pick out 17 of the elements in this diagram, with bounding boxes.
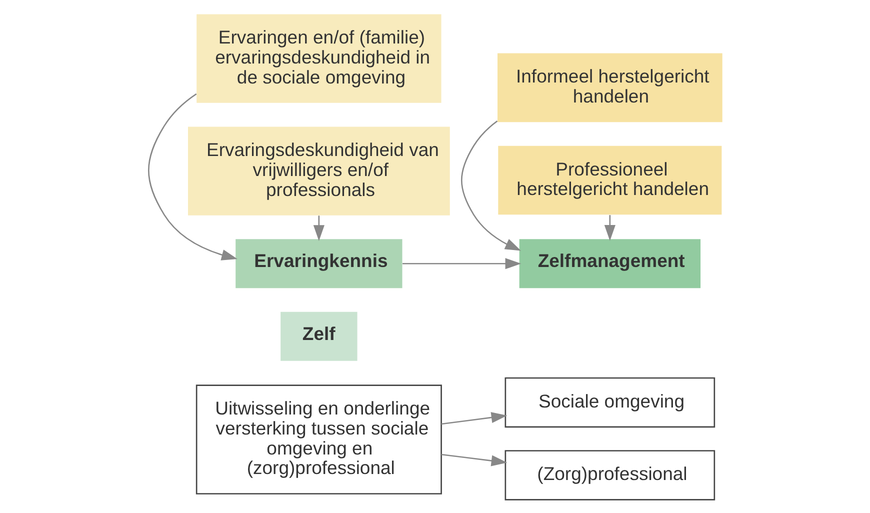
- node-box: Zelf: [280, 311, 357, 360]
- arrow: [440, 412, 507, 424]
- arrow: [148, 92, 237, 260]
- node-box: Uitwisseling en onderlinge versterking tussen sociale omgeving en (zorg)professional: [195, 384, 442, 494]
- arrow: [440, 453, 507, 466]
- arrow: [402, 258, 521, 269]
- node-box: Professioneel herstelgericht handelen: [498, 145, 722, 214]
- node-box: Ervaringsdeskundigheid van vrijwilligers en/of professionals: [188, 126, 450, 215]
- arrow: [604, 214, 615, 240]
- node-box: (Zorg)professional: [504, 450, 715, 500]
- node-box: Zelfmanagement: [518, 238, 700, 288]
- arrow: [460, 120, 521, 250]
- node-box: Ervaringkennis: [235, 238, 402, 288]
- node-box: Informeel herstelgericht handelen: [497, 52, 722, 122]
- node-box: Ervaringen en/of (familie) ervaringsdeskundigheid in de sociale omgeving: [196, 14, 441, 102]
- arrow: [312, 215, 324, 241]
- node-box: Sociale omgeving: [504, 376, 715, 428]
